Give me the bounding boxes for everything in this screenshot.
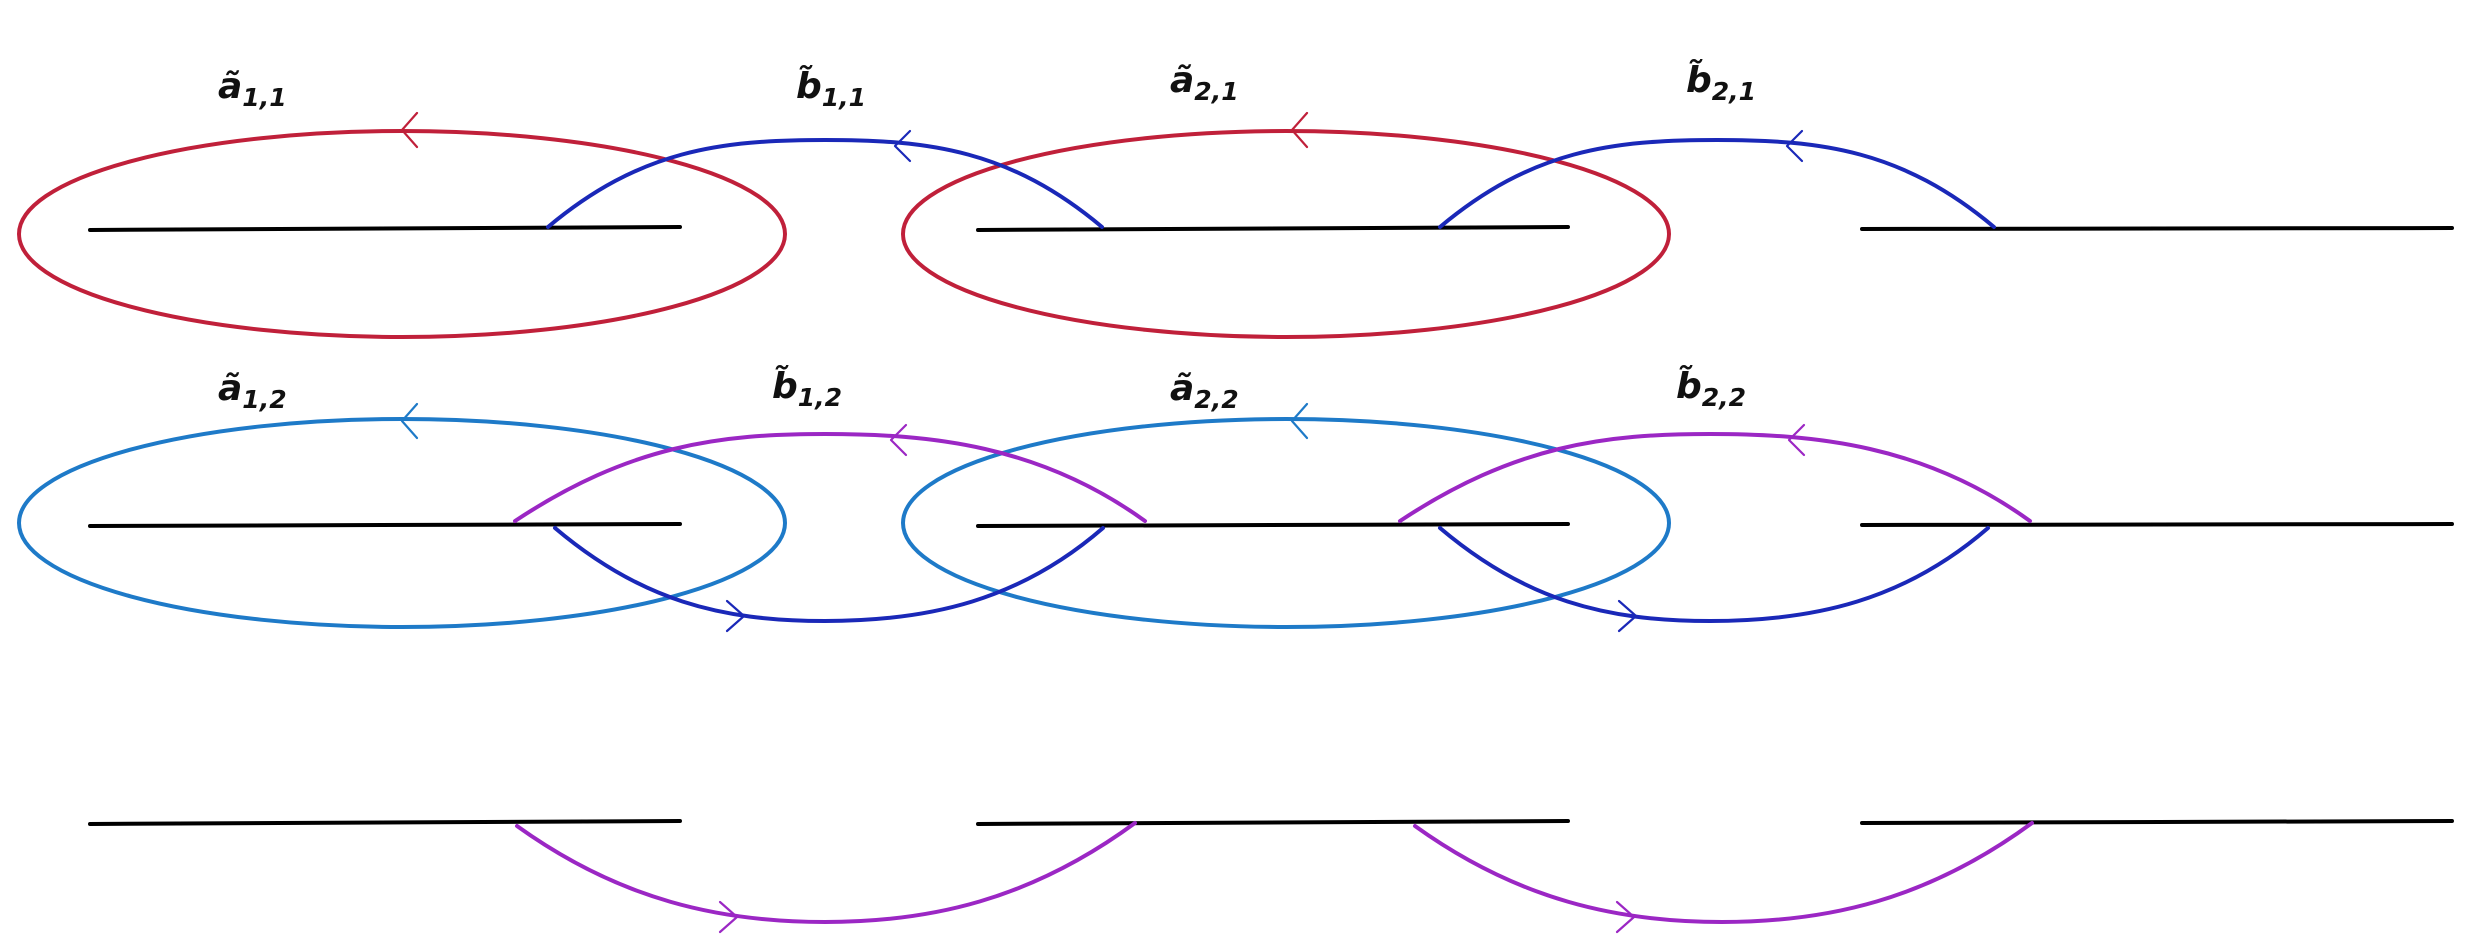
arrow-icon <box>1787 423 1806 457</box>
branch-cut <box>1860 819 2454 825</box>
arrow-icon <box>1290 402 1309 440</box>
a-cycle-2-2 <box>901 417 1671 629</box>
a-cycle-2-1 <box>901 129 1671 339</box>
branch-cut <box>88 522 682 528</box>
arrow-icon <box>725 599 746 633</box>
arrow-icon <box>1785 129 1804 163</box>
label-a-1-2: ã1,2 <box>218 368 287 414</box>
label-a-2-1: ã2,1 <box>1170 60 1239 106</box>
label-b-1-2: b̃1,2 <box>772 365 842 412</box>
arrow-icon <box>400 402 419 440</box>
branch-cut <box>1860 226 2454 231</box>
arrow-icon <box>893 129 912 163</box>
label-a-2-2: ã2,2 <box>1170 368 1239 414</box>
branch-cut <box>88 225 682 232</box>
arrow-icon <box>889 423 908 457</box>
arrow-icon <box>1290 111 1309 149</box>
branch-cut <box>1860 522 2454 527</box>
label-a-1-1: ã1,1 <box>218 66 287 112</box>
b-cycle-2-2-lower <box>1438 526 1990 624</box>
b-cycle-2-2-upper <box>1398 431 2032 523</box>
label-b-1-1: b̃1,1 <box>796 65 866 112</box>
b-cycle-2-3 <box>1413 821 2034 925</box>
b-cycle-1-2-lower <box>553 526 1105 624</box>
arrow-icon <box>1615 900 1636 934</box>
b-cycle-1-2-upper <box>513 431 1147 523</box>
b-cycle-2-1 <box>1438 137 1996 229</box>
a-cycle-1-2 <box>17 417 787 629</box>
branch-cut <box>976 819 1570 826</box>
label-b-2-1: b̃2,1 <box>1686 59 1756 106</box>
b-cycle-1-1 <box>546 137 1104 229</box>
arrow-icon <box>718 900 739 934</box>
arrow-icon <box>400 111 419 149</box>
a-cycle-1-1 <box>17 129 787 339</box>
b-cycle-1-3 <box>515 821 1137 925</box>
branch-cut <box>976 225 1570 232</box>
branch-cut <box>88 819 682 826</box>
label-b-2-2: b̃2,2 <box>1676 365 1746 412</box>
branch-cut <box>976 522 1570 528</box>
arrow-icon <box>1617 599 1638 633</box>
